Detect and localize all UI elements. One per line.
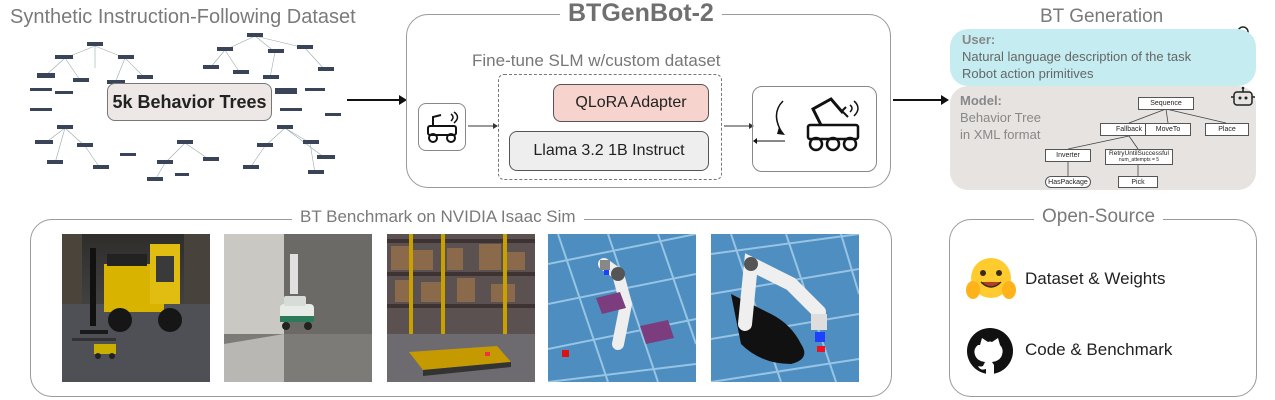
user-line-primitives: Robot action primitives bbox=[962, 66, 1094, 81]
sim-scene-forklift bbox=[62, 234, 210, 382]
robot-arm-rover-icon bbox=[753, 97, 860, 152]
llama-base-model-box: Llama 3.2 1B Instruct bbox=[509, 131, 709, 171]
qlora-adapter-box: QLoRA Adapter bbox=[553, 84, 709, 122]
behavior-trees-collage bbox=[30, 33, 341, 181]
user-prompt-box: User: Natural language description of th… bbox=[950, 29, 1256, 86]
dataset-section-title: Synthetic Instruction-Following Dataset bbox=[10, 6, 356, 28]
bt-node-pick: Pick bbox=[1118, 176, 1158, 188]
behavior-trees-label: 5k Behavior Trees bbox=[107, 83, 272, 121]
sim-scene-arm-pick bbox=[711, 234, 859, 382]
rover-icon-frame bbox=[418, 103, 466, 151]
bt-node-sequence: Sequence bbox=[1138, 97, 1194, 110]
bt-node-retry-name: RetryUntilSuccessful bbox=[1109, 150, 1169, 157]
dataset-weights-link[interactable]: Dataset & Weights bbox=[1025, 269, 1166, 288]
opensource-title: Open-Source bbox=[1034, 206, 1164, 228]
model-stack-frame bbox=[498, 74, 722, 180]
user-line-task: Natural language description of the task bbox=[962, 49, 1192, 64]
user-label: User: bbox=[962, 32, 996, 47]
finetune-subtitle: Fine-tune SLM w/custom dataset bbox=[472, 51, 721, 70]
robot-head-icon bbox=[1231, 86, 1255, 106]
arrow-to-generation bbox=[893, 95, 949, 105]
bt-node-haspackage: HasPackage bbox=[1045, 176, 1091, 188]
rover-icon bbox=[427, 111, 459, 143]
sim-scene-indoor-robot bbox=[224, 234, 372, 382]
benchmark-title: BT Benchmark on NVIDIA Isaac Sim bbox=[292, 207, 584, 227]
sim-scene-arm-boxes bbox=[548, 234, 696, 382]
robot-icon-frame bbox=[752, 86, 877, 172]
github-icon[interactable] bbox=[966, 327, 1014, 375]
model-line-bt: Behavior Tree bbox=[960, 110, 1041, 125]
generation-title: BT Generation bbox=[1040, 6, 1164, 27]
huggingface-icon[interactable] bbox=[965, 254, 1017, 304]
code-benchmark-link[interactable]: Code & Benchmark bbox=[1025, 340, 1173, 359]
model-line-xml: in XML format bbox=[960, 127, 1041, 142]
bt-node-place: Place bbox=[1205, 123, 1249, 136]
btgenbot-title: BTGenBot-2 bbox=[560, 0, 722, 28]
arrow-model-to-robot bbox=[724, 123, 754, 129]
bt-node-retry-attr: num_attempts = 5 bbox=[1118, 157, 1160, 163]
behavior-tree-edges bbox=[1067, 108, 1227, 176]
bt-node-inverter: Inverter bbox=[1045, 149, 1091, 162]
arrow-rover-to-model bbox=[468, 123, 498, 129]
bt-node-moveto: MoveTo bbox=[1145, 123, 1191, 136]
bt-node-retry: RetryUntilSuccessful num_attempts = 5 bbox=[1105, 149, 1173, 165]
sim-scene-warehouse-agv bbox=[387, 234, 535, 382]
model-label: Model: bbox=[960, 93, 1002, 108]
arrow-to-finetune bbox=[347, 95, 407, 105]
model-output-box: Model: Behavior Tree in XML format Seque… bbox=[950, 86, 1256, 190]
